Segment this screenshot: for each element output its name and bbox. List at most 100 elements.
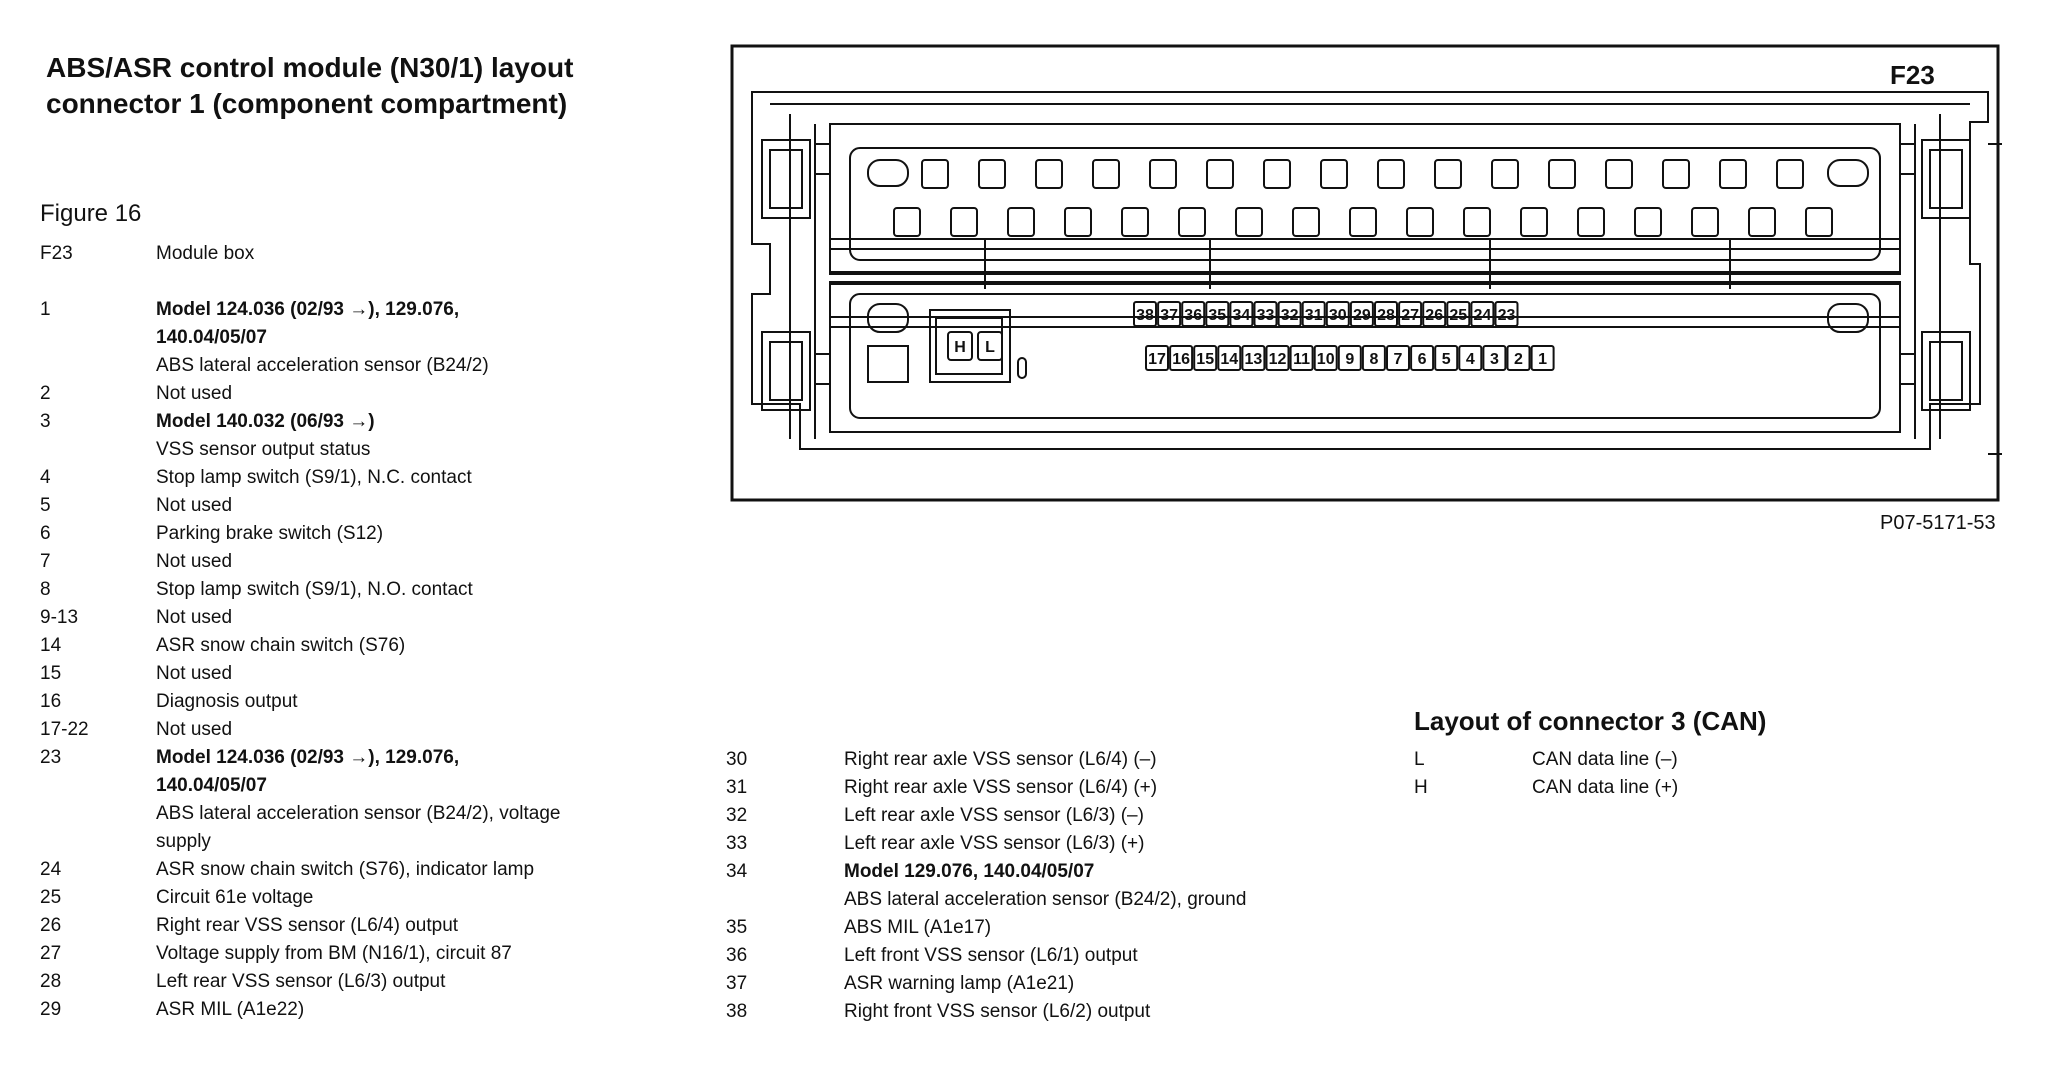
description-line: Not used bbox=[156, 495, 233, 516]
description-line: Not used bbox=[156, 663, 233, 684]
pin-23 bbox=[1494, 301, 1519, 327]
pin-number: 31 bbox=[726, 777, 748, 798]
pin-number: 30 bbox=[726, 749, 748, 770]
pin-label: 36 bbox=[1184, 307, 1202, 324]
description-line: Model 140.032 (06/93 →) bbox=[156, 411, 375, 432]
pin-label: H bbox=[954, 339, 966, 356]
pin-description: Right rear axle VSS sensor (L6/4) (–) bbox=[844, 746, 1346, 774]
pin-8 bbox=[1361, 345, 1386, 371]
description-line: ASR MIL (A1e22) bbox=[156, 999, 305, 1020]
pin-12 bbox=[1265, 345, 1290, 371]
pin-label: 2 bbox=[1514, 351, 1523, 368]
pin-7 bbox=[1386, 345, 1410, 371]
pin-number: 36 bbox=[726, 945, 748, 966]
pin-number: 35 bbox=[726, 917, 748, 938]
pin-description: Not used bbox=[156, 716, 640, 744]
cavity bbox=[921, 159, 949, 189]
title-line-1: ABS/ASR control module (N30/1) layout bbox=[46, 52, 574, 83]
pin-number: F23 bbox=[40, 243, 73, 264]
pin-number: 28 bbox=[40, 971, 62, 992]
pin-28 bbox=[1374, 301, 1398, 327]
pin-number: 7 bbox=[40, 551, 51, 572]
pin-description: Not used bbox=[156, 604, 640, 632]
pin-number: 34 bbox=[726, 861, 748, 882]
figure-label: Figure 16 bbox=[40, 200, 142, 227]
pin-label: 26 bbox=[1425, 307, 1443, 324]
pin-label: 38 bbox=[1136, 307, 1154, 324]
cavity bbox=[1007, 207, 1035, 237]
description-line: CAN data line (–) bbox=[1532, 749, 1678, 770]
pin-number: 6 bbox=[40, 523, 51, 544]
pin-label: 7 bbox=[1394, 351, 1403, 368]
cavity bbox=[1662, 159, 1690, 189]
description-line: ABS lateral acceleration sensor (B24/2) bbox=[156, 355, 489, 376]
description-line: Right rear axle VSS sensor (L6/4) (–) bbox=[844, 749, 1157, 770]
cavity bbox=[1805, 207, 1833, 237]
pin-number: 23 bbox=[40, 747, 62, 768]
pin-label: 16 bbox=[1172, 351, 1190, 368]
pin-description: Voltage supply from BM (N16/1), circuit … bbox=[156, 940, 640, 968]
cavity bbox=[1748, 207, 1776, 237]
pin-number bbox=[40, 268, 156, 296]
page-title: ABS/ASR control module (N30/1) layout co… bbox=[46, 50, 686, 122]
pin-description: Left rear axle VSS sensor (L6/3) (+) bbox=[844, 830, 1346, 858]
cavity bbox=[1121, 207, 1149, 237]
cavity bbox=[1292, 207, 1320, 237]
pin-description: Model 124.036 (02/93 →), 129.076,140.04/… bbox=[156, 744, 640, 856]
description-line: Stop lamp switch (S9/1), N.O. contact bbox=[156, 579, 473, 600]
pin-14 bbox=[1217, 345, 1242, 371]
pin-2 bbox=[1506, 345, 1531, 371]
description-line: Not used bbox=[156, 607, 233, 628]
pin-label: 8 bbox=[1369, 351, 1378, 368]
description-line: Not used bbox=[156, 383, 233, 404]
pin-label: 25 bbox=[1449, 307, 1467, 324]
description-line: Model 129.076, 140.04/05/07 bbox=[844, 861, 1095, 882]
pin-number: 27 bbox=[40, 943, 62, 964]
cavity bbox=[1178, 207, 1206, 237]
figure-reference-code: P07-5171-53 bbox=[1880, 512, 1996, 534]
description-line: VSS sensor output status bbox=[156, 439, 371, 460]
description-line: Left rear axle VSS sensor (L6/3) (+) bbox=[844, 833, 1145, 854]
cavity bbox=[1605, 159, 1633, 189]
pin-number: 4 bbox=[40, 467, 51, 488]
pin-description: Model 124.036 (02/93 →), 129.076,140.04/… bbox=[156, 296, 640, 380]
pin-13 bbox=[1241, 345, 1266, 371]
module-box-frame bbox=[730, 44, 2000, 502]
upper-connector bbox=[849, 147, 1881, 261]
cavity bbox=[893, 207, 921, 237]
cavity bbox=[1491, 159, 1519, 189]
description-line: 140.04/05/07 bbox=[156, 327, 267, 348]
pin-37 bbox=[1157, 301, 1182, 327]
description-line: Voltage supply from BM (N16/1), circuit … bbox=[156, 943, 512, 964]
pin-9 bbox=[1337, 345, 1362, 371]
pin-4 bbox=[1458, 345, 1483, 371]
legend-row: 27 Voltage supply from BM (N16/1), circui… bbox=[40, 940, 640, 968]
pin-35 bbox=[1205, 301, 1230, 327]
cavity bbox=[1434, 159, 1462, 189]
pin-38 bbox=[1133, 301, 1157, 327]
description-line: ASR snow chain switch (S76), indicator l… bbox=[156, 859, 535, 880]
pin-label: 33 bbox=[1257, 307, 1275, 324]
pin-description: ASR warning lamp (A1e21) bbox=[844, 970, 1346, 998]
pin-number: H bbox=[1414, 777, 1428, 798]
pin-label: 29 bbox=[1353, 307, 1371, 324]
cavity bbox=[1206, 159, 1234, 189]
cavity bbox=[1263, 159, 1291, 189]
legend-row bbox=[40, 268, 640, 296]
pin-label: 37 bbox=[1160, 307, 1178, 324]
pin-label: 35 bbox=[1208, 307, 1226, 324]
pin-description: Left rear VSS sensor (L6/3) output bbox=[156, 968, 640, 996]
